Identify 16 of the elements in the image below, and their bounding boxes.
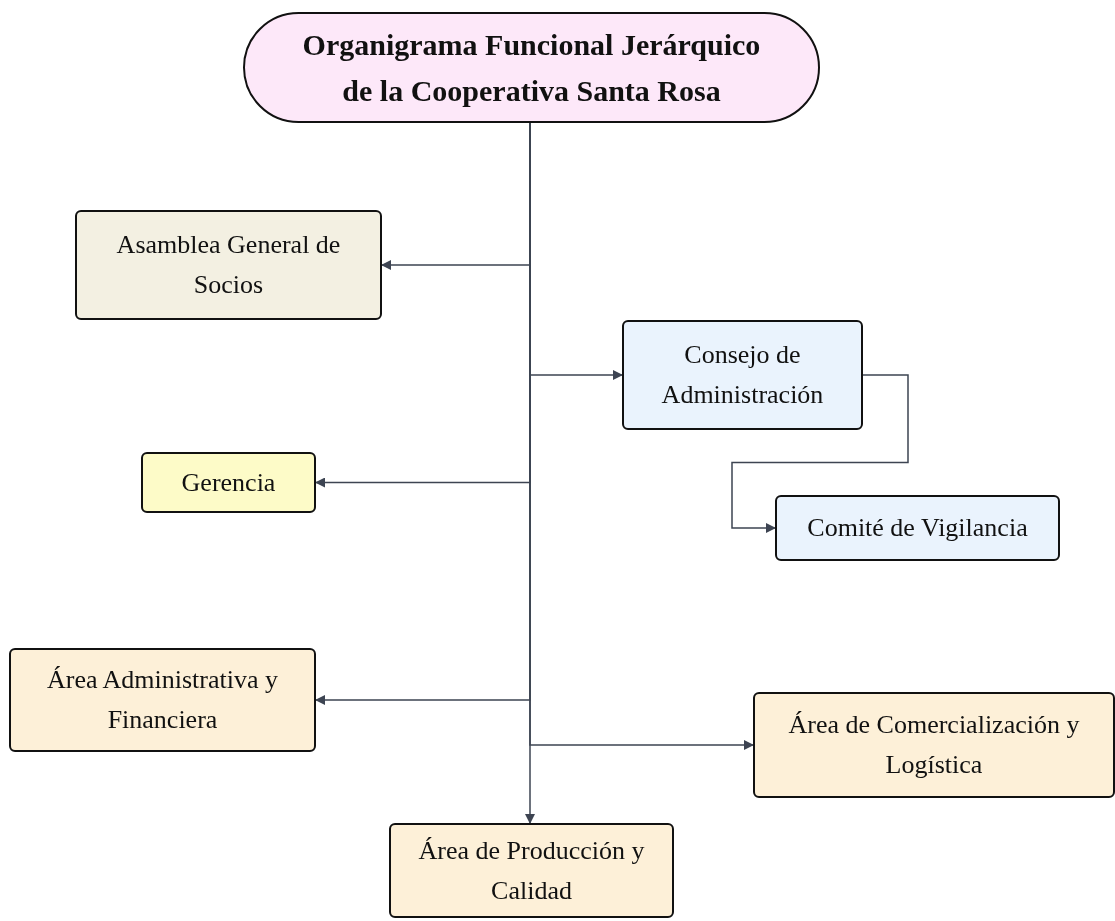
- node-label: Gerencia: [181, 466, 276, 499]
- node-label: Organigrama Funcional Jerárquico de la Cooperativa Santa Rosa: [301, 26, 762, 109]
- node-label: Área de Producción y Calidad: [417, 834, 646, 907]
- org-unit-box: [9, 648, 316, 752]
- node-label: Área Administrativa y Financiera: [45, 664, 280, 736]
- org-unit-box: [75, 210, 382, 320]
- node-label: Asamblea General de Socios: [115, 229, 342, 301]
- org-unit-box: [141, 452, 316, 513]
- node-label: Comité de Vigilancia: [807, 512, 1028, 544]
- connector-arrow: [731, 374, 909, 533]
- org-unit-box: [622, 320, 863, 430]
- org-unit-box: [389, 823, 674, 918]
- org-unit-box: [775, 495, 1060, 561]
- node-label: Consejo de Administración: [660, 339, 825, 411]
- node-label: Área de Comercialización y Logística: [787, 709, 1081, 781]
- org-unit-box: [753, 692, 1115, 798]
